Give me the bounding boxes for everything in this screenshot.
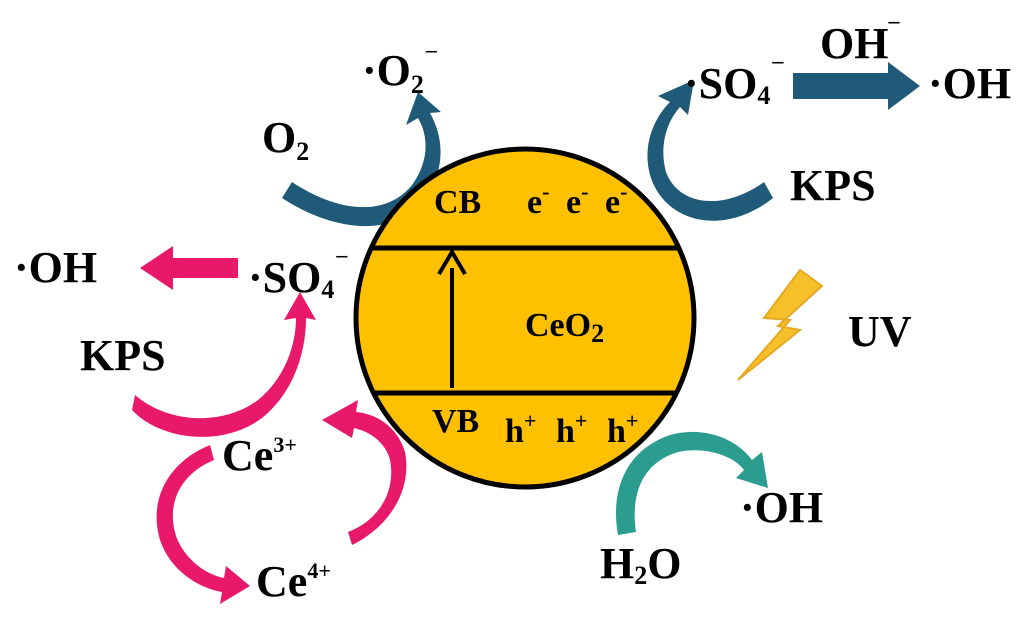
kps-label-left: KPS <box>80 331 166 380</box>
electron-label: e- <box>605 179 627 221</box>
left-sulfate-to-hydroxyl-arrow <box>140 246 238 290</box>
hydroxyl-radical-label-top-right: ·OH <box>928 59 1011 108</box>
water-label: H2O <box>600 539 681 590</box>
kps-to-sulfate-radical-arrow <box>647 80 773 221</box>
electron-label: e- <box>566 179 588 221</box>
superoxide-radical-label: ·O2– <box>362 37 438 99</box>
o2-to-superoxide-arrow <box>282 92 441 227</box>
ce4-label: Ce4+ <box>256 557 331 606</box>
kps-label-right: KPS <box>790 161 876 210</box>
ce3-label: Ce3+ <box>222 431 297 480</box>
valence-band-label: VB <box>432 403 479 440</box>
hydroxyl-radical-label-bottom-right: ·OH <box>740 483 823 532</box>
electron-label: e- <box>527 179 549 221</box>
water-to-hydroxyl-arrow <box>616 431 768 535</box>
uv-label: UV <box>848 307 912 356</box>
ce4-to-ce3-arrow <box>322 400 407 545</box>
ceo2-particle <box>353 146 697 490</box>
sulfate-radical-label-left: ·SO4– <box>248 242 348 304</box>
excitation-arrow-head <box>437 248 467 276</box>
sulfate-to-hydroxyl-arrow <box>793 62 920 110</box>
conduction-band-label: CB <box>434 184 481 221</box>
kps-to-left-sulfate-arrow <box>132 292 316 437</box>
hole-label: h+ <box>607 408 638 450</box>
sulfate-radical-label-top: ·SO4– <box>684 48 784 110</box>
hole-label: h+ <box>505 408 536 450</box>
ce3-to-ce4-arrow <box>156 445 250 604</box>
oxygen-label: O2 <box>262 113 309 166</box>
hole-label: h+ <box>556 408 587 450</box>
lightning-bolt-icon <box>737 268 824 381</box>
hydroxyl-radical-label-left: ·OH <box>14 243 97 292</box>
ceo2-label: CeO2 <box>525 307 604 348</box>
hydroxide-ion-label: OH– <box>820 8 900 68</box>
